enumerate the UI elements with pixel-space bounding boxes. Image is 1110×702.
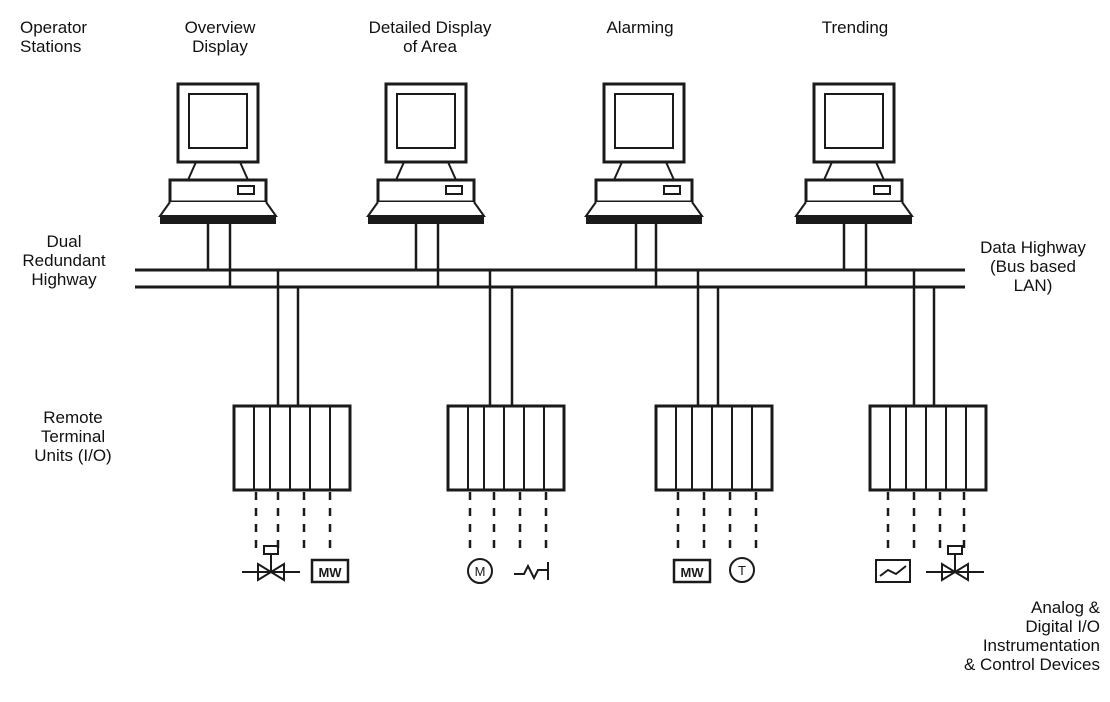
meter-icon: MW [672, 558, 712, 584]
svg-text:M: M [475, 564, 486, 579]
operator-station-overview [158, 82, 278, 226]
rtu-3 [654, 404, 774, 492]
motor-icon: M [467, 558, 493, 584]
operator-station-alarming [584, 82, 704, 226]
rtu-2 [446, 404, 566, 492]
svg-text:MW: MW [680, 565, 704, 580]
station-label-overview: Overview Display [184, 18, 256, 56]
data-highway-label: Data Highway (Bus based LAN) [980, 238, 1086, 295]
remote-terminal-units-label: Remote Terminal Units (I/O) [34, 408, 112, 465]
analog-digital-io-label: Analog & Digital I/O Instrumentation & C… [963, 598, 1100, 674]
station-label-trending: Trending [821, 18, 889, 37]
operator-station-trending [794, 82, 914, 226]
flow-transmitter-icon [875, 559, 911, 583]
station-label-detailed: Detailed Display of Area [368, 18, 492, 56]
station-label-alarming: Alarming [606, 18, 674, 37]
temperature-icon: T [729, 557, 755, 583]
valve-icon [926, 545, 984, 582]
svg-text:T: T [738, 563, 746, 578]
svg-text:MW: MW [318, 565, 342, 580]
rtu-connections [276, 270, 936, 406]
meter-icon: MW [310, 558, 350, 584]
operator-stations-label: Operator Stations [20, 18, 88, 56]
rtu-1 [232, 404, 352, 492]
pump-icon [514, 562, 549, 581]
dual-redundant-highway-label: Dual Redundant Highway [22, 232, 106, 289]
operator-station-detailed [366, 82, 486, 226]
station-connections [206, 224, 868, 287]
rtu-4 [868, 404, 988, 492]
io-wiring [254, 492, 966, 548]
valve-icon [242, 545, 300, 582]
